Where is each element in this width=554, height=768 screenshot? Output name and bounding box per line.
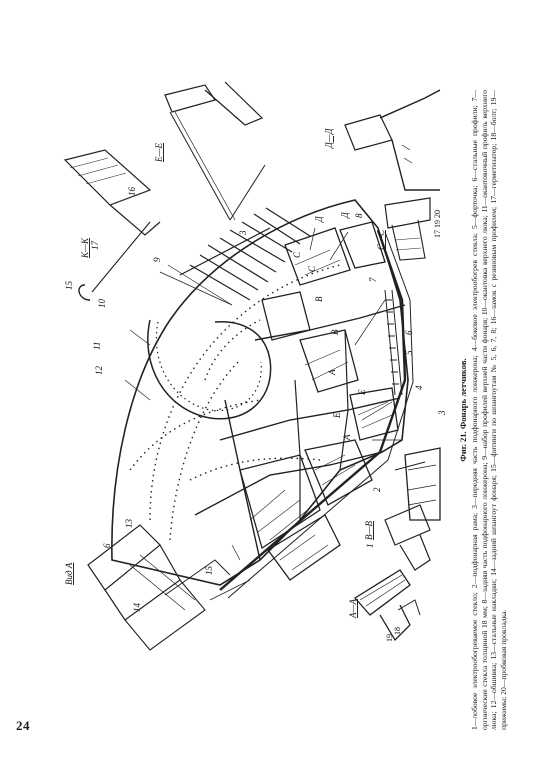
label-section-dd: Д—Д [324, 127, 334, 149]
section-e-e [164, 81, 266, 221]
callout-13: 13 [124, 519, 134, 529]
label-view-a: Вид А [64, 562, 74, 585]
callout-19: 19 [385, 634, 394, 642]
upper-profiles [179, 207, 311, 301]
callout-15b: 15 [204, 566, 214, 576]
section-mark-e2: Е [357, 389, 367, 396]
section-d-d [344, 89, 441, 191]
section-mark-a2: А [327, 369, 337, 376]
callout-17-19-20: 17 19 20 [433, 210, 442, 238]
label-section-ee: Е—Е [154, 143, 164, 164]
callout-4: 4 [414, 385, 424, 390]
callout-8: 8 [354, 213, 364, 218]
caption-title: Фиг. 21. Фонарь летчиков. [458, 358, 468, 462]
vent-window-rail [384, 289, 403, 396]
callout-3b: 3 [238, 230, 248, 236]
view-a-detail [87, 524, 231, 651]
caption-text: 1—лобовое электрообогреваемое стекло; 2—… [470, 90, 508, 730]
callout-9: 9 [152, 257, 162, 262]
callout-16: 16 [127, 187, 137, 197]
page-number: 24 [16, 718, 30, 733]
section-mark-e: Е [332, 412, 342, 419]
callout-15: 15 [64, 281, 74, 291]
label-section-bb: В—В [364, 521, 374, 541]
section-mark-c2: С [307, 265, 317, 272]
callout-6: 6 [404, 330, 414, 335]
section-a-a [354, 569, 421, 642]
callout-18: 18 [393, 627, 402, 635]
section-mark-c: С [292, 251, 302, 258]
section-mark-b: В [330, 329, 340, 335]
callout-6b: 6 [102, 543, 112, 548]
subframe-rail [219, 229, 407, 591]
section-mark-b2: В [314, 296, 324, 302]
callout-5: 5 [404, 350, 414, 355]
callout-11: 11 [92, 342, 102, 350]
section-mark-a: А [342, 434, 352, 441]
callout-17: 17 [90, 241, 100, 251]
section-c-c [384, 197, 431, 261]
callout-1: 1 [365, 544, 375, 549]
callout-14: 14 [132, 603, 142, 613]
label-section-kk: К—К [80, 237, 90, 259]
section-b-b [384, 461, 431, 571]
callout-7: 7 [368, 277, 378, 282]
callout-10: 10 [97, 299, 107, 309]
section-k-k [63, 149, 161, 301]
upper-hatch [147, 319, 272, 420]
section-mark-d2: Д [340, 211, 350, 219]
callout-12: 12 [94, 366, 104, 376]
section-mark-d: Д [314, 215, 324, 223]
label-section-aa: А—А [348, 599, 358, 620]
glazing-panels [239, 221, 399, 581]
callout-2: 2 [372, 487, 382, 492]
figure-caption: Фиг. 21. Фонарь летчиков. 1—лобовое элек… [458, 90, 508, 730]
label-section-cc: С—С [376, 229, 386, 250]
callout-3: 3 [437, 410, 447, 416]
